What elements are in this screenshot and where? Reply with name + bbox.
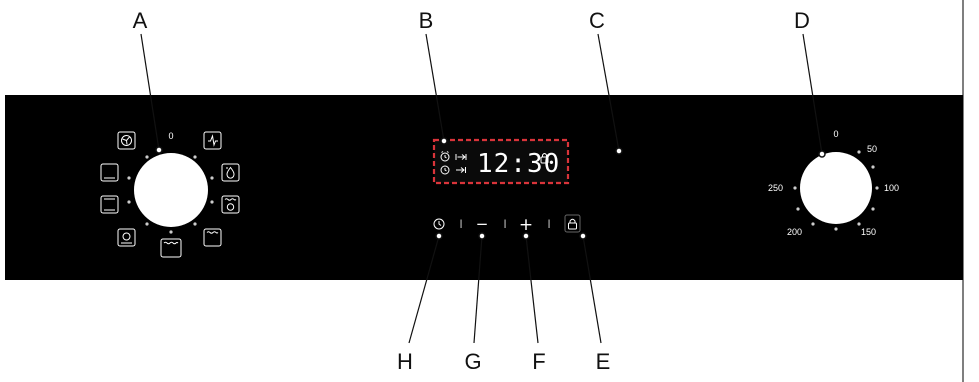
grill-icon	[160, 238, 182, 258]
callout-c: C	[589, 8, 605, 33]
display-lock-icon	[540, 153, 549, 164]
grill-fan-icon	[221, 195, 240, 214]
display-unit: 12:30	[432, 138, 570, 185]
bottom-heat-icon	[100, 195, 119, 214]
plus-button[interactable]: +	[519, 215, 533, 235]
light-icon	[203, 131, 222, 150]
callout-h: H	[397, 349, 413, 374]
defrost-icon	[221, 163, 240, 182]
temperature-knob[interactable]	[800, 152, 872, 224]
callout-f: F	[532, 349, 545, 374]
callout-a: A	[133, 8, 148, 33]
alarm-clock-icon	[440, 151, 450, 162]
temperature-selector: 0 50 100 150 200 250	[768, 129, 899, 237]
callout-g: G	[464, 349, 481, 374]
temperature-dots	[793, 150, 879, 231]
fan-bottom-icon	[117, 228, 136, 247]
fan-grill-icon	[117, 131, 136, 150]
temp-label-200: 200	[787, 227, 802, 237]
separator-1: I	[459, 217, 462, 231]
separator-3: I	[547, 217, 550, 231]
display-time: 12:30	[477, 149, 560, 179]
leader-endpoints	[155, 137, 826, 240]
top-heat-icon	[203, 228, 222, 247]
leader-lines	[140, 33, 823, 344]
clock-icon	[440, 165, 450, 175]
temp-off-mark: 0	[833, 129, 838, 139]
start-time-icon	[455, 154, 467, 160]
function-dots	[127, 155, 214, 234]
callout-b: B	[419, 8, 434, 33]
clock-button-icon[interactable]	[433, 218, 445, 230]
lock-button-icon[interactable]	[564, 214, 581, 233]
top-bottom-heat-icon	[100, 163, 119, 182]
minus-button[interactable]: −	[476, 215, 489, 233]
end-time-icon	[456, 167, 466, 173]
function-off-mark: 0	[168, 131, 173, 141]
temp-label-50: 50	[867, 144, 877, 154]
temp-label-250: 250	[768, 183, 783, 193]
display-highlight-frame	[432, 138, 570, 185]
function-selector: 0	[100, 131, 240, 258]
function-selector-knob[interactable]	[134, 153, 208, 227]
touch-buttons: I − I + I	[433, 214, 581, 235]
callout-e: E	[596, 349, 611, 374]
callout-d: D	[794, 8, 810, 33]
temp-label-100: 100	[884, 183, 899, 193]
separator-2: I	[503, 217, 506, 231]
temp-label-150: 150	[861, 227, 876, 237]
